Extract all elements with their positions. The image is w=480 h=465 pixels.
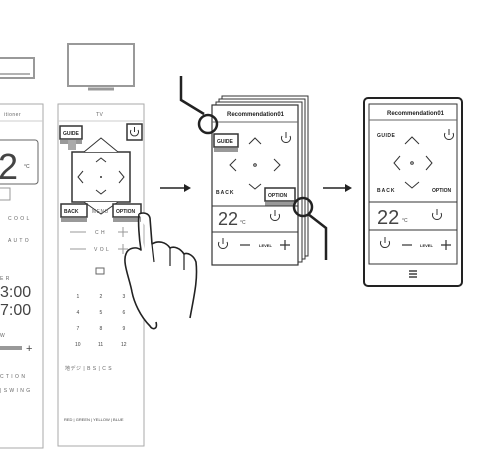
back-label: BACK [64,209,79,215]
stack-guide-label: GUIDE [217,139,234,145]
guide-button[interactable] [59,125,83,140]
temp-digit: 2 [0,146,18,187]
input-icon[interactable] [95,267,105,275]
time-on: 3:00 [0,284,31,301]
highlight-callout [179,76,328,260]
ch-plus-button[interactable] [118,227,128,237]
timer-label: E R [0,276,10,282]
guide-label: GUIDE [63,131,80,137]
stack-option-button[interactable] [264,187,296,202]
number-key-3[interactable]: 3 [123,294,126,300]
number-key-9[interactable]: 9 [123,326,126,332]
fan-text: A U T O [8,238,29,244]
power-icon[interactable] [380,237,390,248]
chevron-up-icon[interactable] [248,137,262,145]
stack-temp-unit: °C [240,220,246,226]
ch-label: C H [95,230,105,236]
option-button[interactable] [112,203,142,218]
dpad-center[interactable] [410,161,414,165]
number-key-2[interactable]: 2 [100,294,103,300]
wind-plus-button[interactable]: + [26,343,32,355]
chevron-right-icon[interactable] [425,155,433,171]
result-remote-title: Recommendation01 [387,111,445,117]
tv-remote-title: TV [96,112,104,118]
tv-icon [67,43,135,91]
number-key-4[interactable]: 4 [77,310,80,316]
aircon-power-button[interactable] [0,187,11,201]
time-off: 7:00 [0,302,31,319]
stack-level-label: LEVEL [259,243,272,248]
chevron-right-icon[interactable] [273,158,281,172]
wind-level-bar [0,346,22,350]
chevron-down-icon[interactable] [248,183,262,190]
stack-remote-title: Recommendation01 [227,112,285,118]
result-option-label[interactable]: OPTION [432,188,452,194]
power-icon[interactable] [432,209,442,220]
number-key-5[interactable]: 5 [100,310,103,316]
wind-label: W [0,333,5,339]
power-icon[interactable] [281,132,291,143]
chevron-right-icon [118,170,125,184]
color-row: RED | GREEN | YELLOW | BLUE [64,417,124,422]
air-conditioner-icon [0,57,35,79]
aircon-remote: itioner 2 °C C O O L A U T O E R 3:00 7:… [0,103,44,449]
chevron-down-icon[interactable] [404,181,420,189]
chevron-up-icon[interactable] [404,136,420,145]
action-label: C T I O N [0,374,25,380]
aircon-remote-title: itioner [4,112,21,118]
swing-text: | S W I N G [0,388,31,394]
number-key-1[interactable]: 1 [77,294,80,300]
stacked-remote: Recommendation01 GUIDE BACK OPTION 22 °C [211,95,309,266]
chevron-left-icon[interactable] [229,158,237,172]
arrow-right-icon [160,184,191,192]
stack-temp-value: 22 [218,209,238,229]
number-key-10[interactable]: 10 [75,342,81,348]
mode-text: C O O L [8,216,30,222]
stack-guide-button[interactable] [213,133,239,148]
arrow-right-icon [323,184,352,192]
result-temp-value: 22 [377,207,399,229]
chevron-up-icon [95,157,107,163]
chevron-left-icon [77,170,84,184]
result-guide-label[interactable]: GUIDE [377,133,396,139]
power-icon [130,127,139,137]
temp-unit: °C [24,164,30,170]
power-icon[interactable] [270,210,280,221]
number-key-11[interactable]: 11 [98,342,103,348]
menu-label: MENU [92,209,109,215]
back-button[interactable] [60,203,88,218]
dpad-center[interactable] [100,176,102,178]
result-level-label: LEVEL [420,243,433,248]
number-key-8[interactable]: 8 [100,326,103,332]
number-key-12[interactable]: 12 [121,342,127,348]
chevron-left-icon[interactable] [393,155,401,171]
power-icon[interactable] [444,129,454,140]
result-temp-unit: °C [402,218,408,224]
digital-row: 地デジ | B S | C S [65,365,112,372]
tv-dpad[interactable] [71,137,131,215]
number-key-7[interactable]: 7 [77,326,80,332]
vol-label: V O L [94,247,109,253]
vol-plus-button[interactable] [118,244,128,254]
stack-option-label: OPTION [268,193,288,199]
result-back-label[interactable]: BACK [377,188,395,194]
hand-pointer-icon [124,212,198,330]
chevron-down-icon [95,189,107,195]
level-plus-button[interactable] [280,240,290,250]
number-key-6[interactable]: 6 [123,310,126,316]
stack-back-label[interactable]: BACK [216,190,234,196]
result-remote: Recommendation01 GUIDE BACK OPTION 22 °C… [363,97,463,287]
dpad-center[interactable] [253,163,257,167]
level-plus-button[interactable] [441,240,451,250]
power-icon[interactable] [218,238,228,249]
option-label: OPTION [116,209,136,215]
menu-icon[interactable] [409,270,417,278]
